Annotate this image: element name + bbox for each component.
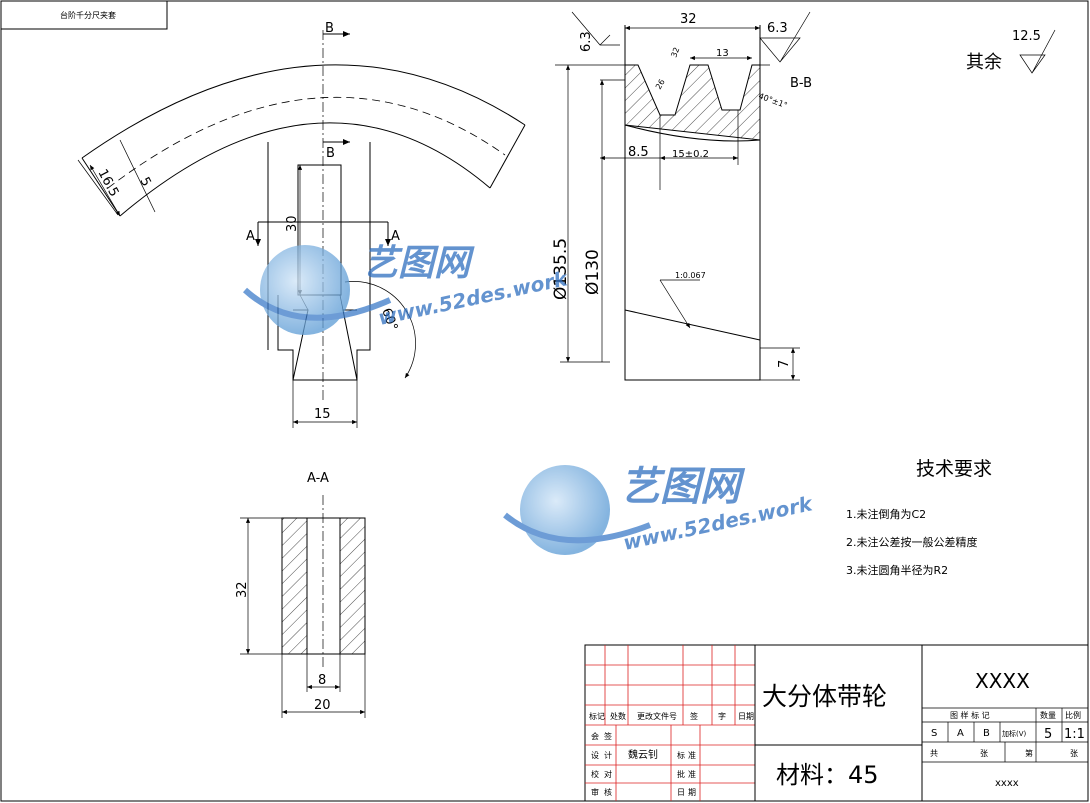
corner-note-box: [0, 0, 168, 30]
section-label-b-top: B: [325, 21, 334, 36]
section-label-b-mid: B: [326, 146, 335, 161]
row-label-1b: 签: [604, 731, 612, 741]
roughness-rest-label: 其余: [966, 52, 1002, 73]
section-label-aa: A-A: [307, 471, 329, 486]
col-header-sign: 签: [690, 711, 698, 721]
tech-item-3: 3.未注圆角半径为R2: [846, 563, 948, 577]
section-label-a-left: A: [246, 229, 255, 244]
mid-label-3: 批: [677, 769, 685, 779]
dim-15-tol: 15±0.2: [672, 149, 709, 160]
dim-60-deg: 60°: [378, 306, 400, 333]
dim-8-5: 8.5: [628, 145, 649, 160]
qty-header: 数量: [1040, 710, 1056, 720]
row-label-2b: 计: [604, 750, 612, 760]
row-label-3a: 校: [591, 769, 599, 779]
sheet-label-1: 共: [930, 749, 938, 758]
dim-13: 13: [716, 48, 729, 59]
section-aa-view: A-A 32 8 20: [235, 471, 366, 718]
scale-header: 比例: [1065, 710, 1081, 720]
section-label-bb: B-B: [790, 76, 812, 91]
sub-code: xxxx: [995, 778, 1019, 789]
dim-32-small: 32: [669, 46, 681, 59]
dim-5: 5: [136, 175, 153, 189]
mid-label-6: 期: [688, 788, 696, 797]
dim-32-top: 32: [680, 12, 697, 27]
col-header-period: 期: [746, 712, 754, 721]
col-header-day: 日: [738, 712, 746, 721]
sheet-label-3: 第: [1025, 748, 1033, 758]
dim-phi135: Ø135.5: [551, 238, 571, 300]
roughness-12-5: 12.5: [1012, 29, 1041, 44]
tech-title: 技术要求: [916, 458, 992, 480]
globe-icon: [260, 245, 350, 335]
roughness-6-3-left: 6.3: [579, 31, 594, 52]
stage-cell-v: 加标(V): [1002, 729, 1027, 738]
dim-20-aa: 20: [314, 698, 331, 713]
col-header-mark: 标记: [589, 711, 605, 721]
mid-label-5: 日: [677, 788, 685, 797]
watermark-2: 艺图网 www.52des.work: [503, 464, 816, 555]
watermark-brand-1: 艺图网: [362, 243, 475, 284]
row-label-1a: 会: [591, 731, 599, 741]
section-label-a-right: A: [391, 229, 400, 244]
tol-callout: 1:0.067: [675, 271, 706, 280]
dim-7: 7: [777, 360, 792, 368]
roughness-symbols: 6.3 6.3 12.5 其余: [571, 11, 1056, 74]
watermark-1: 艺图网 www.52des.work: [242, 243, 571, 335]
dim-15: 15: [314, 407, 331, 422]
mid-label-1: 标: [677, 750, 685, 760]
technical-requirements: 技术要求 1.未注倒角为C2 2.未注公差按一般公差精度 3.未注圆角半径为R2: [846, 458, 992, 577]
watermark-brand-2: 艺图网: [620, 464, 746, 510]
part-name: 大分体带轮: [762, 682, 887, 711]
tech-item-1: 1.未注倒角为C2: [846, 507, 926, 521]
dim-32-aa: 32: [235, 581, 250, 598]
front-view: B B A A 16.5 5 30 60° 15: [77, 21, 526, 428]
dim-8-aa: 8: [318, 673, 326, 688]
dim-26: 26: [654, 78, 667, 91]
stage-cell-s: S: [931, 728, 937, 739]
stage-header: 图 样 标 记: [950, 710, 990, 720]
designer-name: 魏云钊: [628, 748, 658, 761]
mid-label-4: 准: [688, 769, 696, 779]
section-bb-view: 32 13 32 26 40°±1° B-B Ø135.5 Ø130 8.5 1…: [551, 12, 812, 381]
stage-cell-a: A: [957, 728, 964, 739]
sheet-label-2: 张: [980, 749, 988, 758]
row-label-4a: 审: [591, 787, 599, 797]
row-label-2a: 设: [591, 750, 599, 760]
scale-value: 1:1: [1064, 727, 1085, 742]
drawing-code: XXXX: [975, 669, 1030, 693]
dim-30: 30: [285, 215, 300, 232]
stage-cell-b: B: [983, 728, 990, 739]
col-header-char: 字: [718, 711, 726, 721]
col-header-doc: 更改文件号: [637, 711, 677, 721]
dim-phi130: Ø130: [583, 249, 603, 295]
material: 材料：45: [776, 761, 879, 789]
row-label-3b: 对: [604, 769, 612, 779]
title-block: 标记 处数 更改文件号 签 字 日 期 会 签 设 计 校 对 审 核 魏云钊 …: [584, 644, 1089, 802]
row-label-4b: 核: [604, 787, 612, 797]
tech-item-2: 2.未注公差按一般公差精度: [846, 535, 978, 549]
col-header-count: 处数: [610, 711, 626, 721]
mid-label-2: 准: [688, 750, 696, 760]
sheet-label-4: 张: [1070, 749, 1078, 758]
roughness-6-3-right: 6.3: [767, 21, 788, 36]
dim-40-deg: 40°±1°: [757, 91, 788, 110]
corner-note: 台阶千分尺夹套: [60, 10, 116, 20]
qty-value: 5: [1044, 727, 1052, 742]
